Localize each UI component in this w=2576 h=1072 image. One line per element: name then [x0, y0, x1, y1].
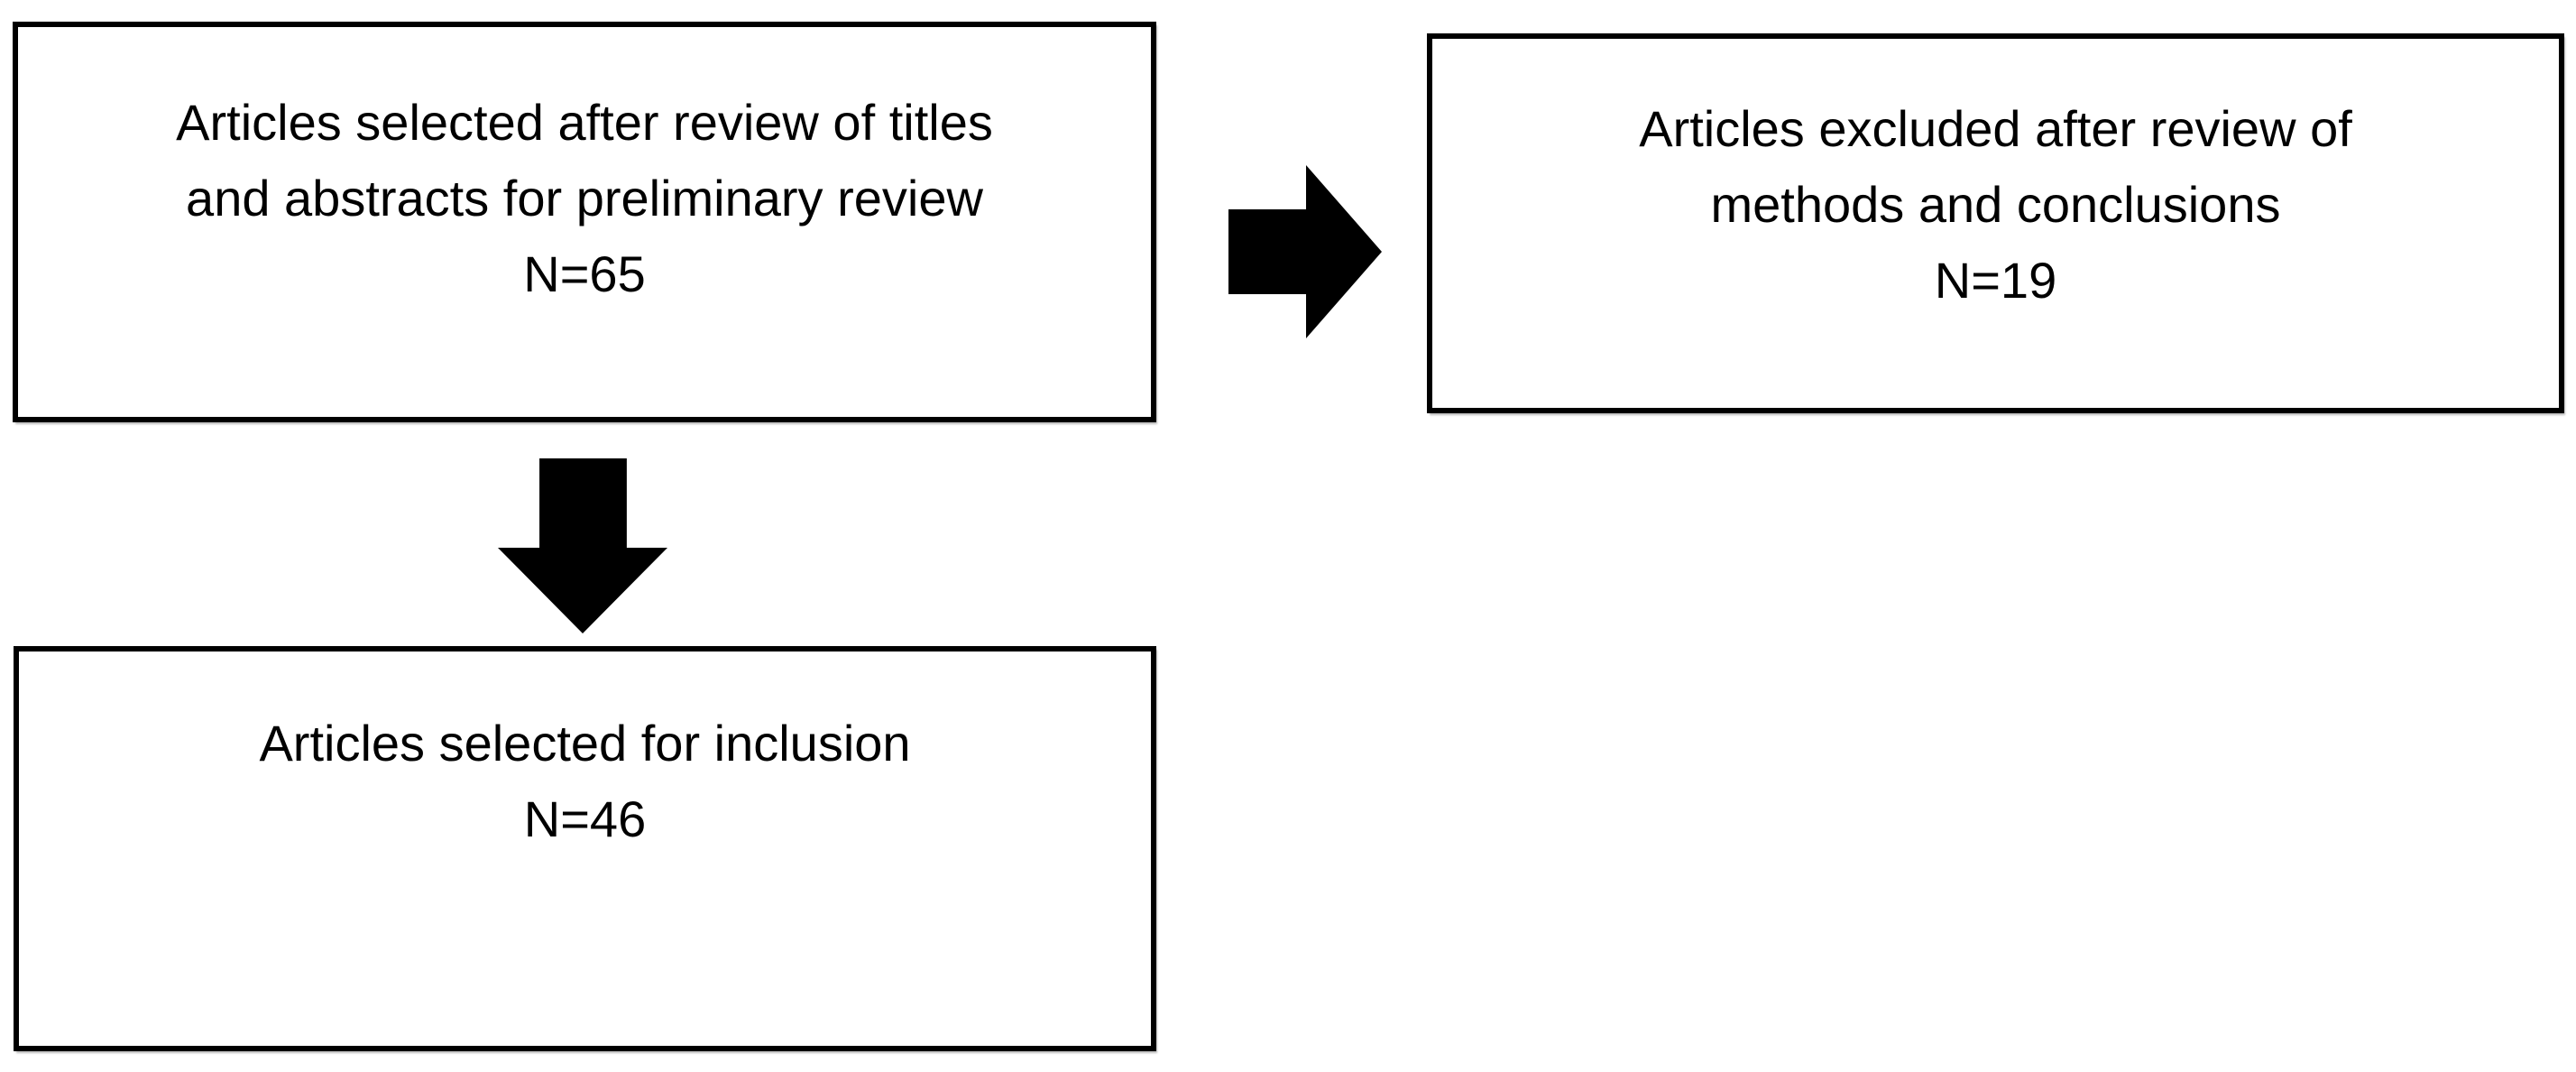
box-text-line: Articles excluded after review of: [1639, 100, 2352, 157]
arrow-down-icon: [498, 458, 667, 633]
box-text-line: methods and conclusions: [1710, 176, 2281, 233]
box-articles-preliminary-review: Articles selected after review of titles…: [13, 22, 1156, 422]
box-text-line: and abstracts for preliminary review: [186, 170, 983, 226]
box-count-label: N=19: [1934, 252, 2057, 309]
box-articles-excluded: Articles excluded after review of method…: [1427, 33, 2564, 413]
box-articles-inclusion: Articles selected for inclusion N=46: [14, 646, 1156, 1051]
box-count-label: N=46: [523, 790, 647, 847]
box-text-line: Articles selected after review of titles: [176, 94, 993, 151]
arrow-right-icon: [1228, 165, 1382, 338]
box-count-label: N=65: [523, 245, 646, 302]
box-text-line: Articles selected for inclusion: [259, 715, 911, 772]
